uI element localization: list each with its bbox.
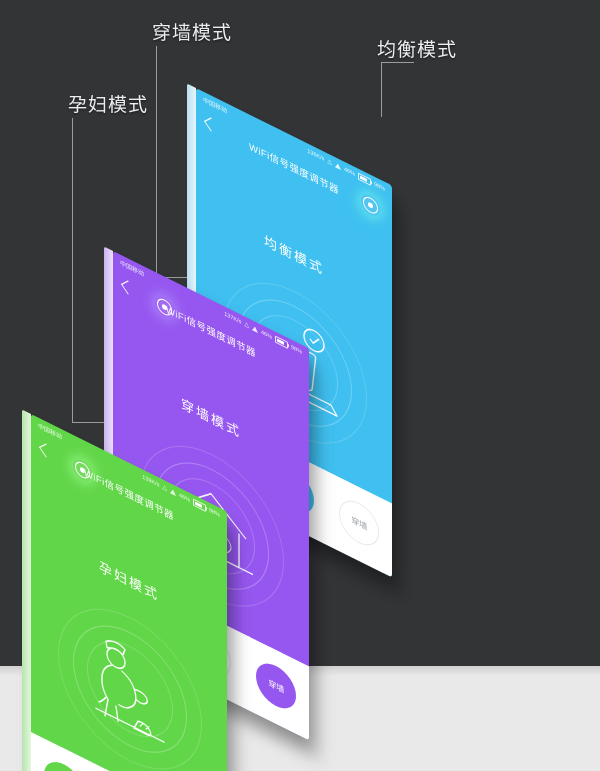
status-battery: 98% (290, 343, 302, 356)
callout-leader-balanced-arm (381, 62, 414, 63)
status-signal: 46% (260, 329, 272, 341)
phone-side-edge (22, 409, 31, 771)
tab-throughwall[interactable]: 穿墙 (339, 493, 380, 554)
callout-leader-throughwall-arm (156, 277, 188, 278)
power-ring (157, 295, 172, 319)
callout-label-balanced: 均衡模式 (377, 40, 458, 61)
power-button-icon[interactable] (361, 191, 380, 220)
tab-throughwall[interactable]: 穿墙 (256, 656, 297, 717)
status-signal: 46% (178, 492, 190, 504)
callout-leader-throughwall (156, 46, 157, 278)
tab-pregnancy[interactable]: 孕妇 (43, 754, 84, 771)
callout-label-pregnancy: 孕妇模式 (68, 95, 149, 116)
power-button-icon[interactable] (73, 455, 92, 485)
power-button-icon[interactable] (155, 292, 174, 322)
signal-icon (251, 325, 258, 334)
wifi-icon: △ (327, 157, 332, 167)
callout-leader-balanced (381, 63, 382, 117)
power-ring (363, 193, 378, 217)
hero-illustration (54, 575, 204, 771)
phone-body: 中国移动 139K/s △ 46% 98% WiFi信号强度调节器 (31, 414, 227, 771)
pregnant-woman-icon (95, 640, 165, 743)
wifi-icon: △ (162, 483, 167, 493)
callout-leader-pregnancy-arm (72, 422, 105, 423)
callout-leader-pregnancy (72, 118, 73, 423)
status-battery: 98% (208, 506, 220, 519)
signal-icon (169, 488, 176, 497)
status-signal: 46% (343, 166, 355, 178)
signal-icon (334, 162, 341, 171)
app-screen: 中国移动 139K/s △ 46% 98% WiFi信号强度调节器 (31, 414, 227, 771)
status-battery: 98% (373, 180, 385, 193)
phone-mockup-pregnancy: 中国移动 139K/s △ 46% 98% WiFi信号强度调节器 (22, 409, 233, 771)
power-ring (75, 458, 90, 482)
callout-label-throughwall: 穿墙模式 (152, 23, 233, 44)
wifi-icon: △ (244, 320, 249, 330)
